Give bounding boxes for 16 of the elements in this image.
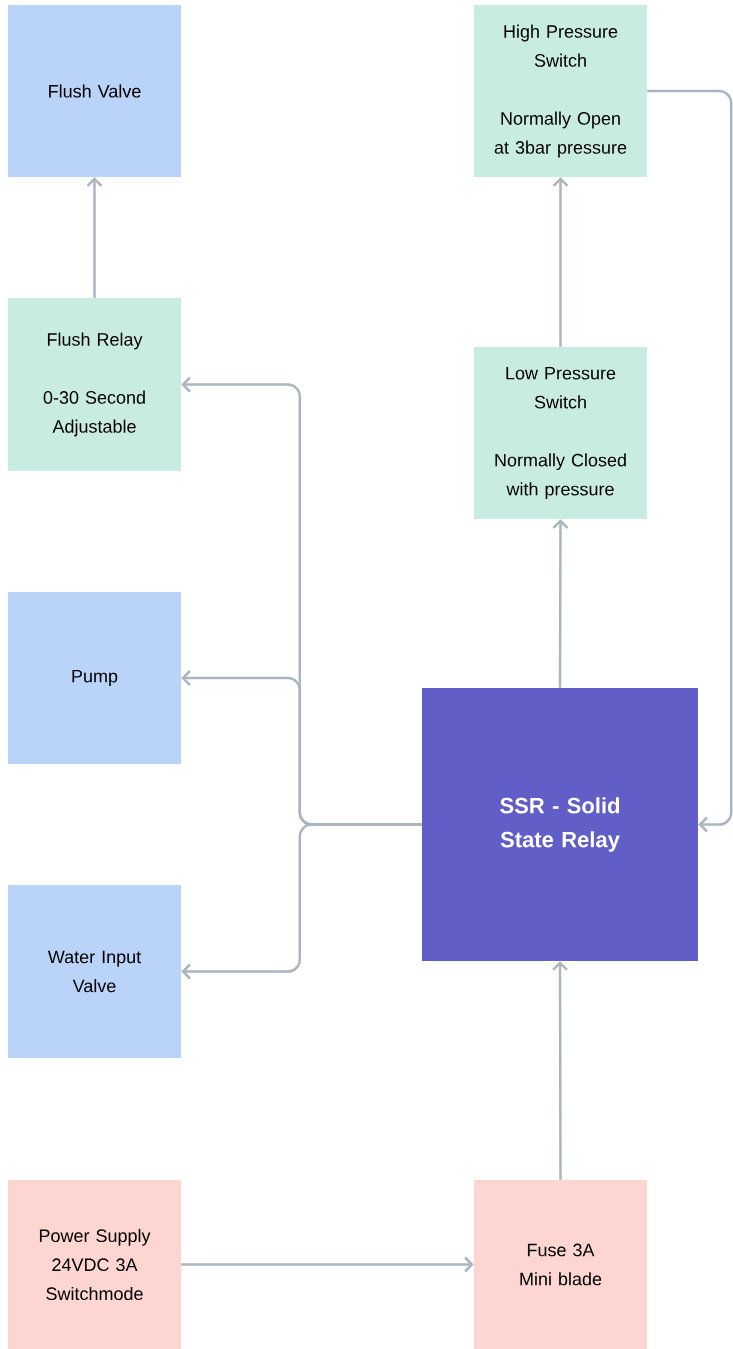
power-box: Power Supply 24VDC 3A Switchmode [8,1180,181,1349]
device-box: Water Input Valve [8,885,181,1058]
arrow [647,89,733,833]
device-box: Pump [8,592,181,764]
fuse-box: Fuse 3A Mini blade [474,1180,647,1349]
relay-box: SSR - Solid State Relay [422,688,698,961]
switch-box: Low Pressure Switch Normally Closed with pressure [474,347,647,519]
arrow [181,823,422,980]
relay-box: Flush Relay 0-30 Second Adjustable [8,298,181,471]
device-box: Flush Valve [8,5,181,177]
arrow [181,1256,474,1273]
arrow [86,177,103,298]
arrow [552,961,568,1180]
arrow [552,519,569,688]
arrow [552,177,569,347]
switch-box: High Pressure Switch Normally Open at 3bar pressure [474,5,647,177]
